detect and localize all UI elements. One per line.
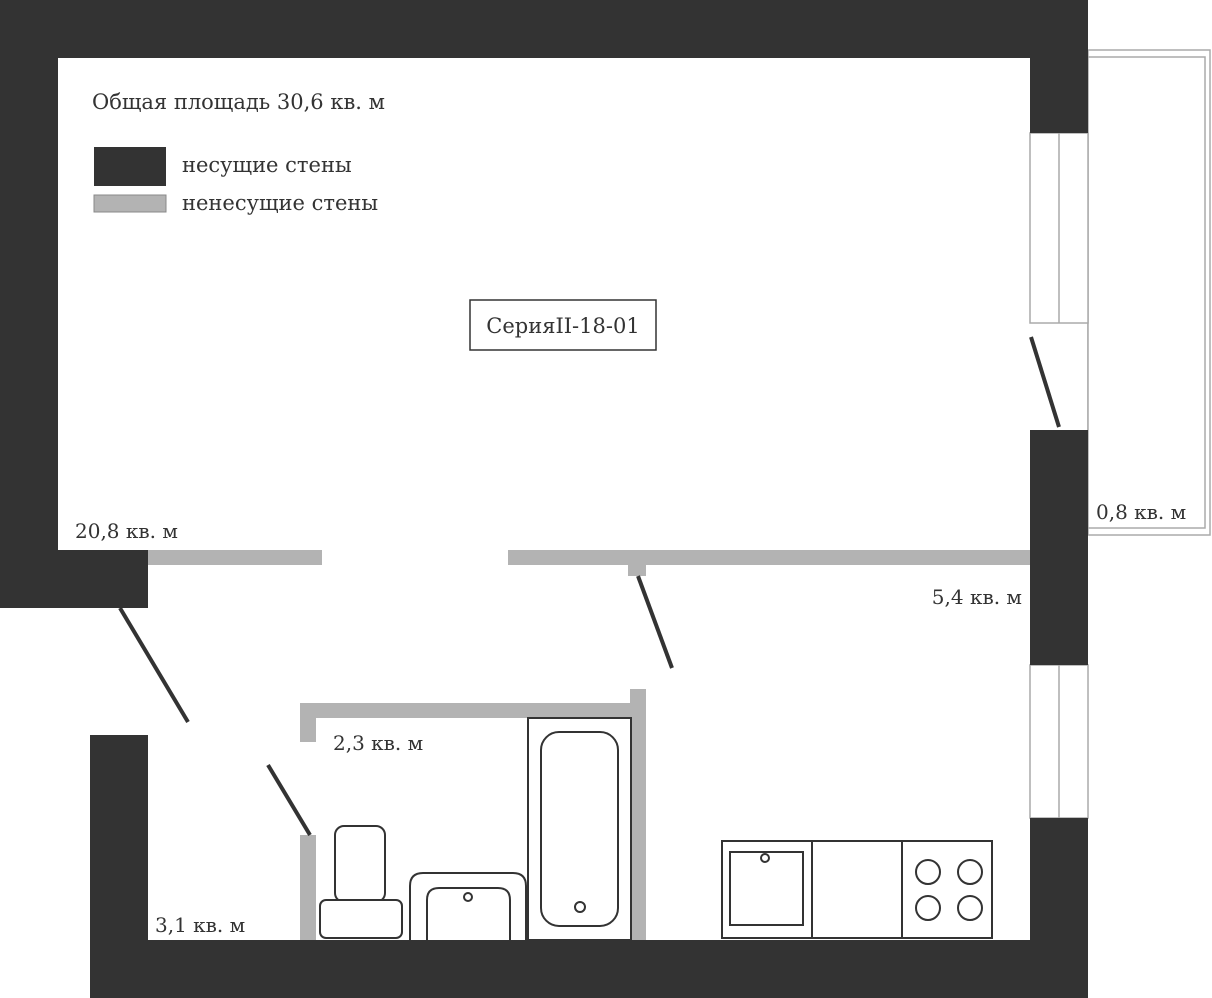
kitchen-area: 5,4 кв. м bbox=[932, 585, 1022, 609]
toilet-icon bbox=[319, 825, 403, 939]
kitchen-sink-icon bbox=[729, 851, 804, 926]
bathroom-door bbox=[266, 763, 312, 837]
legend-non-bearing-label: ненесущие стены bbox=[182, 191, 378, 215]
kitchen-counter bbox=[721, 840, 993, 939]
stove-icon bbox=[915, 859, 983, 921]
total-area: Общая площадь 30,6 кв. м bbox=[92, 90, 385, 114]
series-label: СерияII-18-01 bbox=[486, 314, 639, 338]
legend-bearing-swatch bbox=[94, 147, 166, 186]
balcony-door bbox=[1029, 336, 1061, 428]
bathroom-area: 2,3 кв. м bbox=[333, 731, 423, 755]
hallway-area: 3,1 кв. м bbox=[155, 913, 245, 937]
window-upper bbox=[1029, 132, 1089, 324]
legend-non-bearing-swatch bbox=[93, 194, 167, 213]
living-room-area: 20,8 кв. м bbox=[75, 519, 178, 543]
bearing-walls bbox=[0, 0, 1088, 998]
legend-bearing-label: несущие стены bbox=[182, 153, 352, 177]
entrance-door bbox=[118, 606, 190, 724]
bathtub-icon bbox=[527, 717, 632, 941]
balcony-area: 0,8 кв. м bbox=[1096, 500, 1186, 524]
balcony bbox=[1087, 49, 1211, 536]
window-lower bbox=[1029, 664, 1089, 819]
non-bearing-walls bbox=[148, 550, 1030, 940]
kitchen-door bbox=[636, 575, 674, 669]
series-box bbox=[469, 299, 657, 351]
washbasin-icon bbox=[409, 872, 527, 940]
